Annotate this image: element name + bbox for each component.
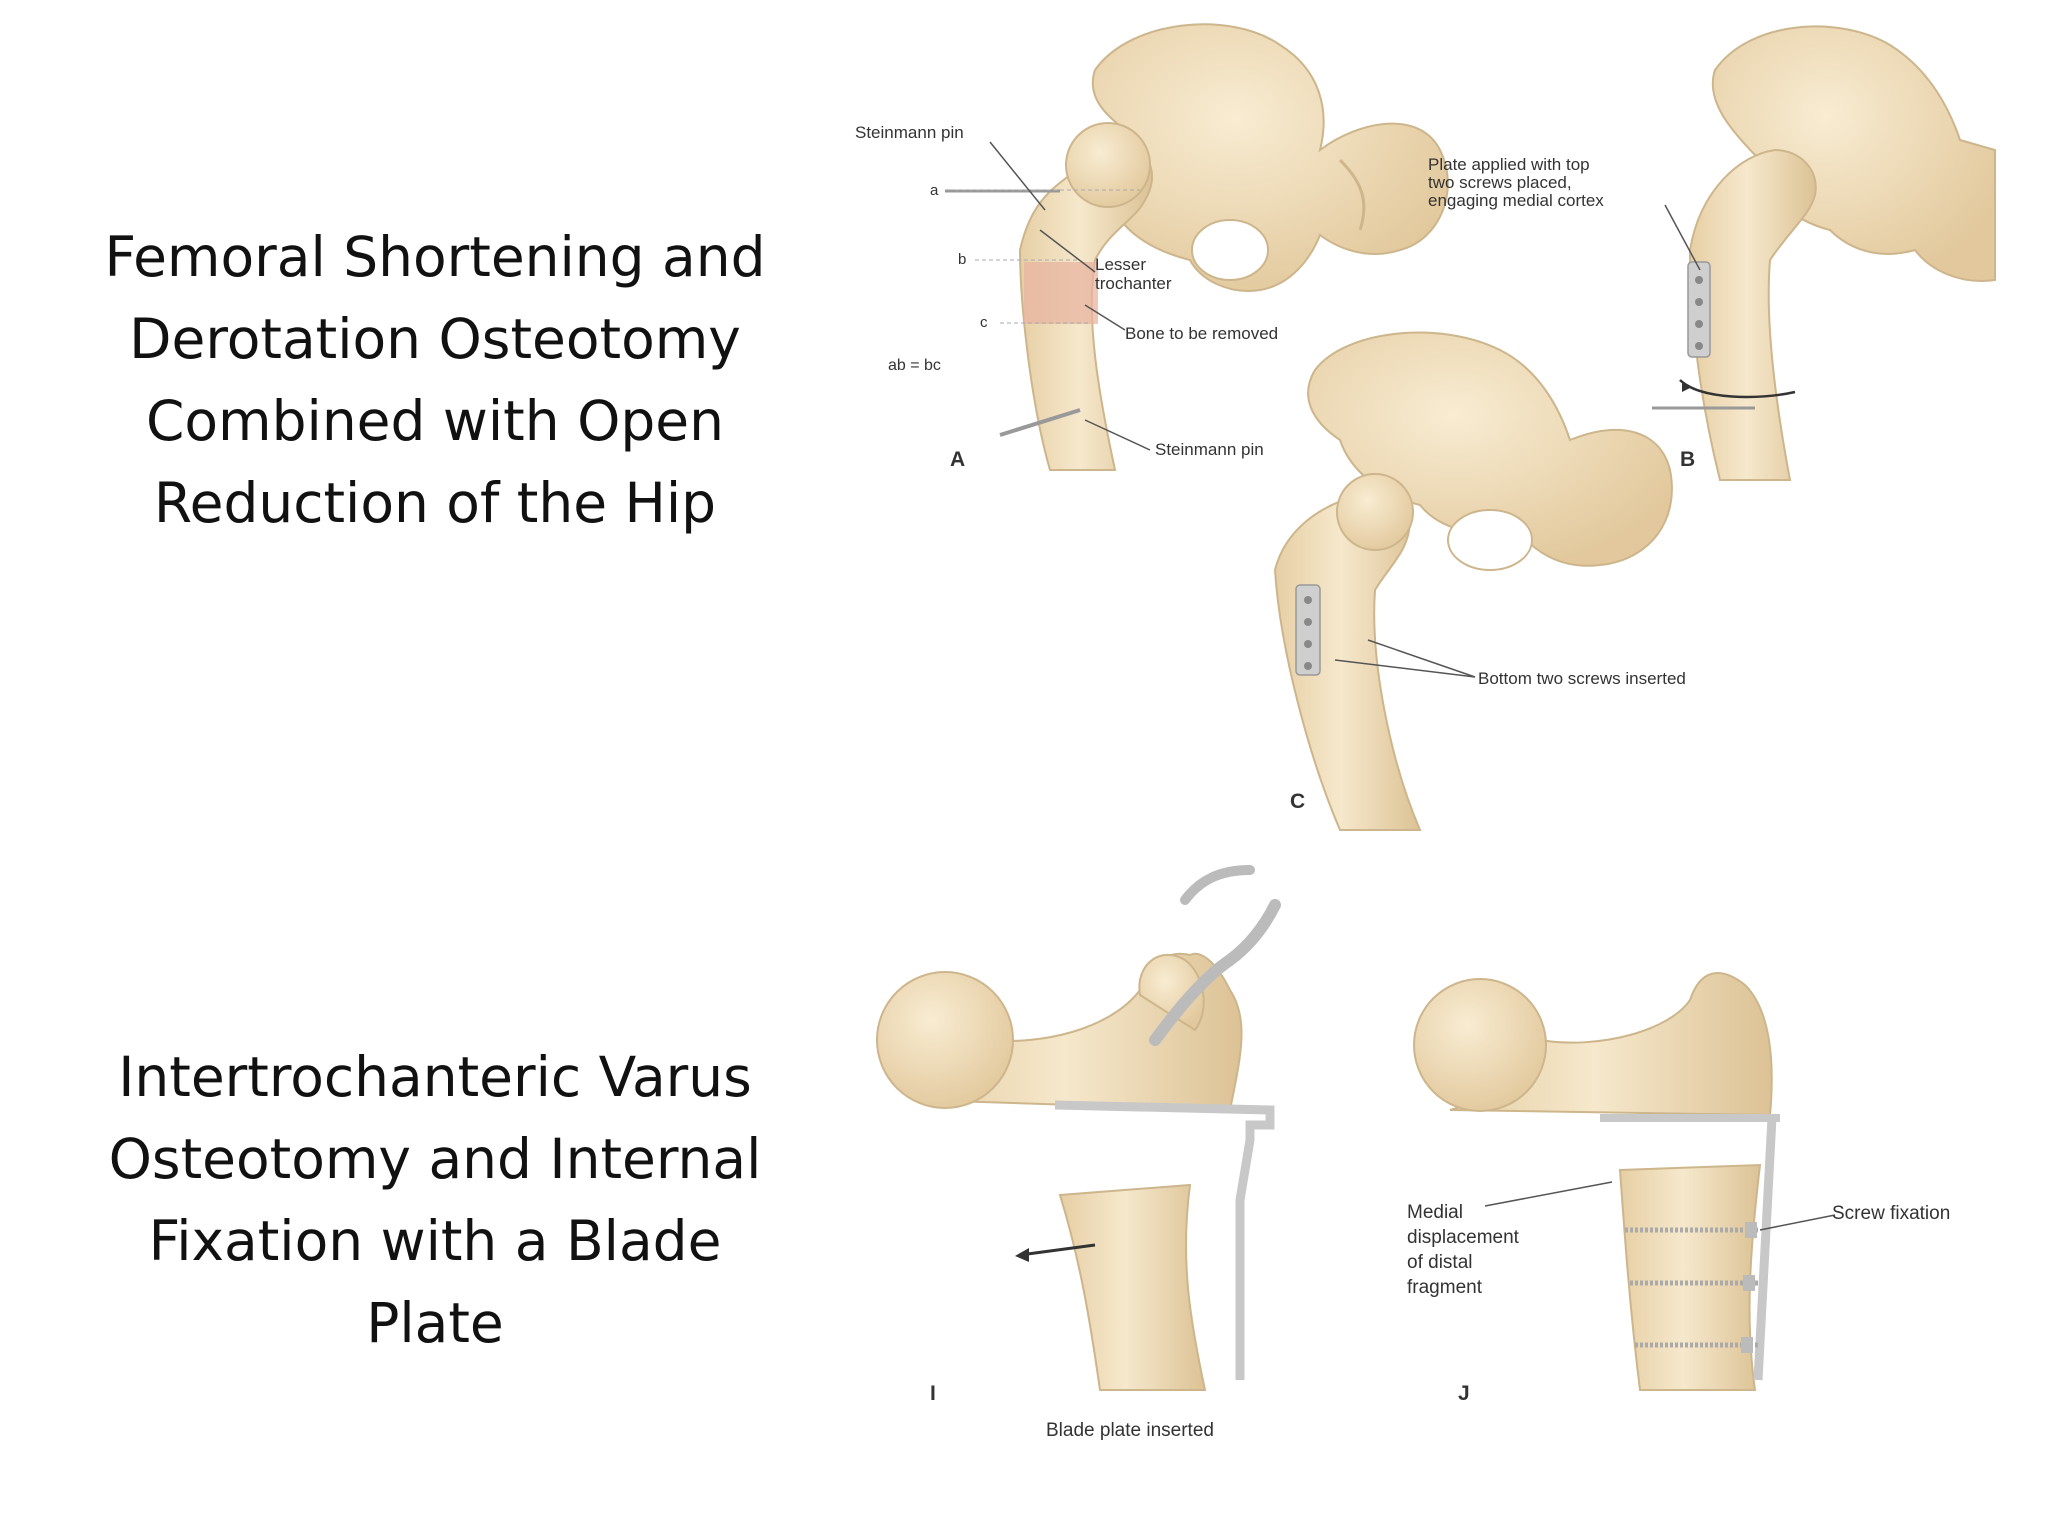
- panel-letter-i: I: [930, 1382, 936, 1405]
- heading-top: Femoral Shortening and Derotation Osteot…: [60, 216, 810, 544]
- label-medial-displacement-4: fragment: [1407, 1277, 1483, 1298]
- heading-bottom-line: Intertrochanteric Varus: [118, 1045, 752, 1109]
- label-lesser-trochanter-1: Lesser: [1095, 255, 1146, 274]
- heading-bottom-line: Osteotomy and Internal: [108, 1127, 762, 1191]
- label-medial-displacement-3: of distal: [1407, 1252, 1472, 1273]
- heading-top-line: Combined with Open: [146, 389, 724, 453]
- label-steinmann-pin-top: Steinmann pin: [855, 123, 964, 142]
- heading-bottom: Intertrochanteric Varus Osteotomy and In…: [60, 1036, 810, 1364]
- panel-letter-j: J: [1458, 1382, 1470, 1405]
- label-a: a: [930, 182, 939, 199]
- label-lesser-trochanter-2: trochanter: [1095, 274, 1172, 293]
- figure-bottom-leaders: [1484, 1181, 1836, 1231]
- label-bottom-two-screws: Bottom two screws inserted: [1478, 669, 1686, 688]
- label-plate-applied-1: Plate applied with top: [1428, 155, 1590, 174]
- label-c: c: [980, 314, 988, 331]
- panel-c-hip: [1273, 331, 1673, 831]
- panel-i-femur: [876, 865, 1281, 1391]
- label-medial-displacement-1: Medial: [1407, 1202, 1463, 1223]
- figure-top-leaders: [989, 141, 1701, 678]
- panel-letter-c: C: [1290, 790, 1305, 813]
- label-b: b: [958, 251, 966, 268]
- panel-letter-b: B: [1680, 448, 1695, 471]
- label-plate-applied-2: two screws placed,: [1428, 173, 1572, 192]
- heading-top-line: Reduction of the Hip: [153, 471, 717, 535]
- heading-top-line: Femoral Shortening and: [104, 225, 766, 289]
- panel-b-hip: [1652, 25, 1996, 481]
- label-blade-plate-inserted: Blade plate inserted: [1046, 1420, 1214, 1441]
- heading-bottom-line: Plate: [366, 1291, 504, 1355]
- figure-top-femoral-shortening: Steinmann pin a b c ab = bc Lesser troch…: [855, 23, 1996, 831]
- label-bone-to-be-removed: Bone to be removed: [1125, 324, 1278, 343]
- panel-j-femur: [1413, 972, 1780, 1391]
- label-steinmann-pin-bottom: Steinmann pin: [1155, 440, 1264, 459]
- panel-a-pelvis: [1091, 23, 1449, 292]
- panel-a-femur: [945, 122, 1154, 471]
- heading-bottom-line: Fixation with a Blade: [148, 1209, 722, 1273]
- label-ab-bc: ab = bc: [888, 357, 941, 374]
- label-medial-displacement-2: displacement: [1407, 1227, 1520, 1248]
- label-plate-applied-3: engaging medial cortex: [1428, 191, 1604, 210]
- heading-top-line: Derotation Osteotomy: [129, 307, 741, 371]
- label-screw-fixation: Screw fixation: [1832, 1203, 1950, 1224]
- panel-letter-a: A: [950, 448, 965, 471]
